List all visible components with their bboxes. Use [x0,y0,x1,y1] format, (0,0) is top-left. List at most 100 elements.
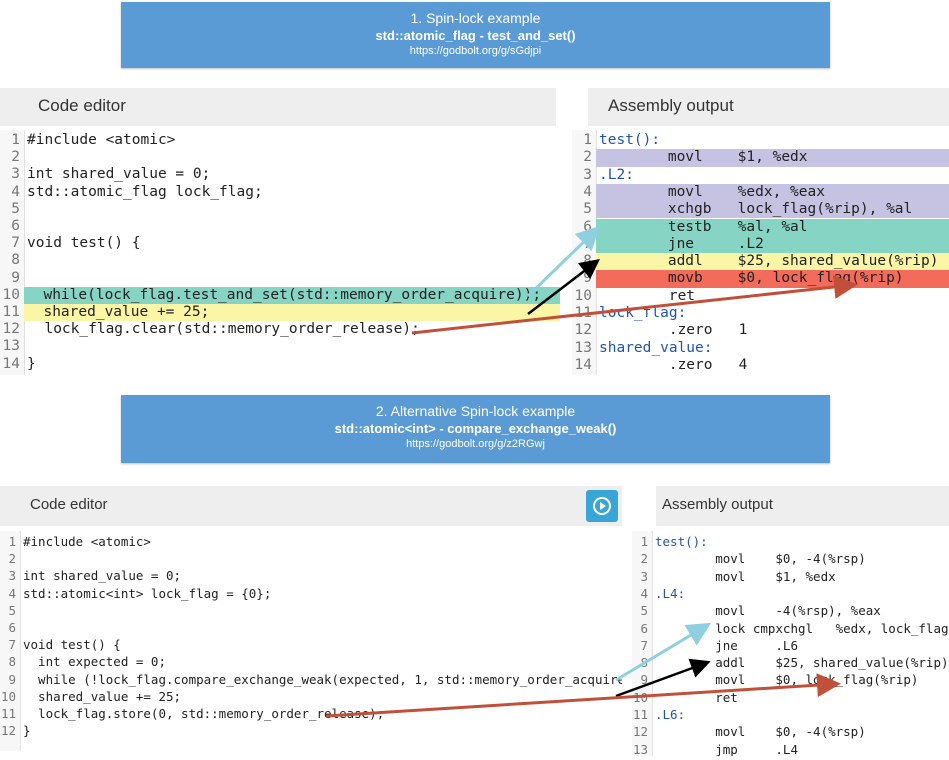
code-line[interactable]: 12 movl $0, -4(%rsp) [632,723,949,740]
code-line[interactable]: 6 [0,619,622,636]
code-line[interactable]: 4 movl %edx, %eax [583,183,949,202]
code-line[interactable]: 11.L6: [632,706,949,723]
code-text: while(lock_flag.test_and_set(std::memory… [26,286,542,303]
run-button[interactable] [586,490,618,522]
line-number: 12 [0,723,16,739]
section2-editor-title: Code editor [30,496,108,513]
code-line[interactable]: 2 [0,149,560,166]
code-line[interactable]: 14} [0,356,560,373]
line-number: 7 [640,637,648,653]
code-line[interactable]: 2 [0,550,622,567]
code-text: ret [655,689,738,705]
line-number: 5 [583,201,592,218]
code-line[interactable]: 8 addl $25, shared_value(%rip) [632,654,949,671]
code-line[interactable]: 7 jne .L6 [632,637,949,654]
line-number: 3 [8,568,16,584]
code-line[interactable]: 12 lock_flag.clear(std::memory_order_rel… [0,321,560,338]
code-line[interactable]: 9 movl $0, lock_flag(%rip) [632,671,949,688]
code-line[interactable]: 9 [0,270,560,287]
code-line[interactable]: 10 ret [572,288,949,305]
code-line[interactable]: 1 #include <atomic> [0,132,560,149]
code-line[interactable]: 5 [0,602,622,619]
line-number: 10 [632,689,648,705]
code-line[interactable]: 6 testb %al, %al [583,218,949,236]
line-number: 1 [8,534,16,549]
code-text: movl -4(%rsp), %eax [655,603,881,619]
code-line[interactable]: 11 shared_value += 25; [3,304,560,322]
code-line[interactable]: 1#include <atomic> [0,533,622,550]
section1-link[interactable]: https://godbolt.org/g/sGdjpi [409,45,542,57]
code-line[interactable]: 10 ret [632,689,949,706]
line-number: 3 [583,166,592,183]
code-line[interactable]: 5 [0,201,560,218]
line-number: 11 [574,305,592,321]
play-icon [600,502,606,510]
line-number: 4 [583,183,592,200]
code-line[interactable]: 8 [0,252,560,269]
code-line[interactable]: 11 lock_flag.store(0, std::memory_order_… [0,705,622,722]
code-text: .L4: [655,585,686,601]
line-number: 6 [8,620,16,635]
section2-editor-header: Code editor [0,486,622,526]
section2-link[interactable]: https://godbolt.org/g/z2RGwj [406,438,545,450]
line-number: 2 [8,551,16,567]
code-line[interactable]: 14 .zero 4 [572,357,949,374]
code-text: } [23,723,31,739]
code-line[interactable]: 10 shared_value += 25; [0,688,622,705]
code-line[interactable]: 5 xchgb lock_flag(%rip), %al [583,201,949,219]
code-line[interactable]: 6 [0,218,560,235]
code-line[interactable]: 13 [0,338,560,355]
section1-asm-header: Assembly output [588,88,949,126]
line-number: 2 [583,149,592,166]
code-line[interactable]: 4 .L4: [632,585,949,602]
code-line[interactable]: 7 jne .L2 [583,235,949,254]
code-text: movl %edx, %eax [598,183,825,200]
section1-subtitle: std::atomic_flag - test_and_set() [375,28,576,43]
code-line[interactable]: 8 int expected = 0; [0,653,622,670]
code-line[interactable]: 2 movl $0, -4(%rsp) [632,550,949,567]
play-circle-icon [593,497,611,515]
code-text: std::atomic<int> lock_flag = {0}; [23,585,272,601]
code-line[interactable]: 10 while(lock_flag.test_and_set(std::mem… [3,286,560,304]
code-line[interactable]: 8 addl $25, shared_value(%rip) [583,253,949,271]
line-number: 7 [8,637,16,653]
code-text: test(): [599,132,661,148]
code-text: #include <atomic> [27,132,176,148]
code-text: .zero 4 [599,356,748,373]
code-line[interactable]: 5 movl -4(%rsp), %eax [632,602,949,619]
code-line[interactable]: 9 while (!lock_flag.compare_exchange_wea… [0,671,622,688]
code-line[interactable]: 12 .zero 1 [572,322,949,339]
line-number: 1 [11,132,20,148]
code-line[interactable]: 3.L2: [572,167,949,184]
line-number: 14 [2,355,20,372]
code-line[interactable]: 13 jmp .L4 [632,741,949,756]
code-line[interactable]: 11 lock_flag: [572,305,949,322]
code-text: movl $0, -4(%rsp) [655,551,866,567]
code-text: int expected = 0; [23,654,166,670]
code-text: lock_flag: [599,305,687,321]
code-line[interactable]: 2 movl $1, %edx [583,149,949,167]
code-line[interactable]: 6 lock cmpxchgl %edx, lock_flag(%rip) [632,620,949,637]
code-line[interactable]: 3 movl $1, %edx [632,568,949,585]
code-text: int shared_value = 0; [27,166,211,183]
code-text: .zero 1 [599,322,748,339]
line-number: 4 [640,585,648,601]
line-number: 2 [640,551,648,567]
code-text: ret [599,287,696,304]
line-number: 14 [574,356,592,373]
code-line[interactable]: 12} [0,722,622,739]
code-line[interactable]: 9 movb $0, lock_flag(%rip) [583,270,949,288]
